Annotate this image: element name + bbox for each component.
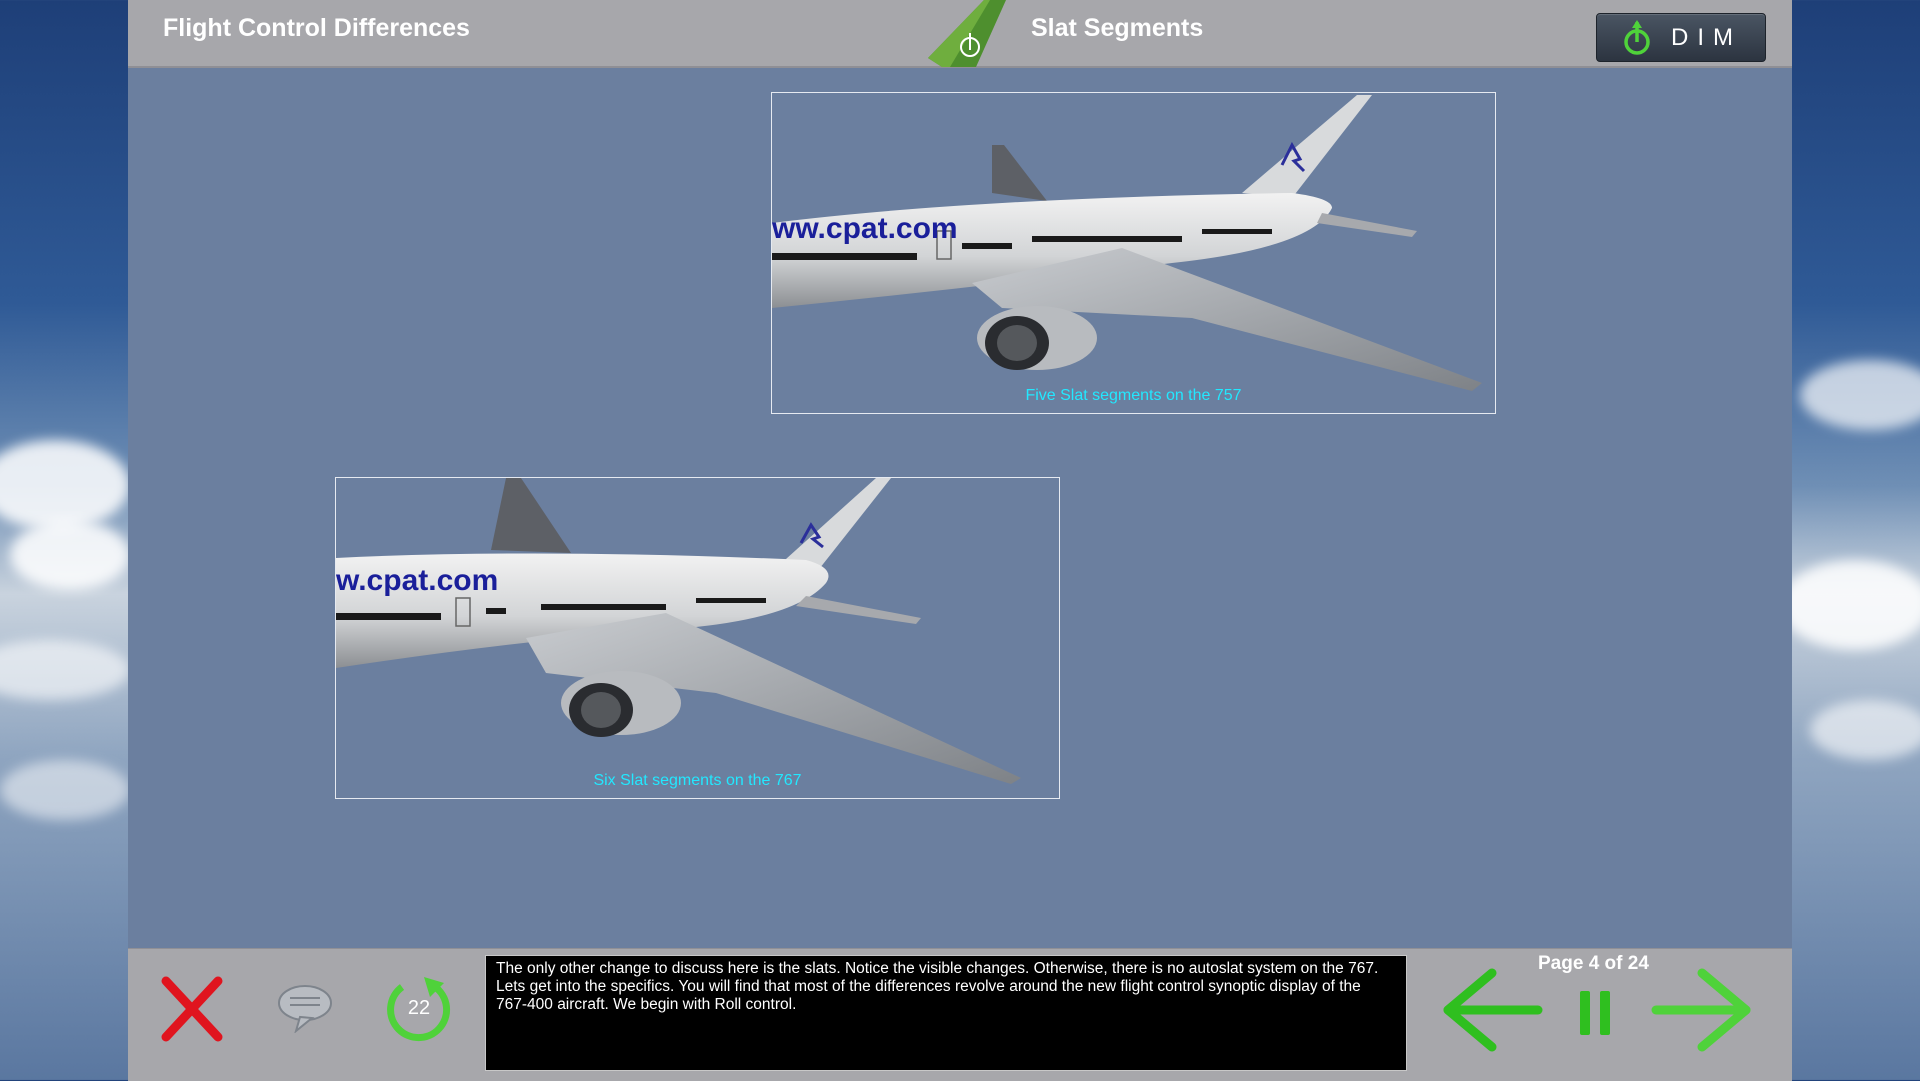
livery-text: w.cpat.com	[336, 564, 498, 597]
dim-label: DIM	[1671, 23, 1742, 51]
page-counter: Page 4 of 24	[1538, 953, 1649, 974]
figure-767-slats: w.cpat.com Six Slat segments on the 767	[335, 477, 1060, 799]
livery-text: ww.cpat.com	[772, 212, 958, 245]
arrow-right-icon[interactable]	[1650, 967, 1760, 1053]
header-bar: Flight Control Differences Slat Segments…	[128, 0, 1792, 68]
sky-background-right	[1790, 0, 1920, 1080]
figure-caption: Five Slat segments on the 757	[1025, 387, 1242, 404]
power-icon	[1624, 19, 1650, 55]
sky-background-left	[0, 0, 130, 1080]
arrow-left-icon[interactable]	[1434, 967, 1544, 1053]
figure-caption: Six Slat segments on the 767	[593, 772, 802, 789]
page-title: Slat Segments	[1031, 14, 1204, 42]
replay-arrow-icon	[387, 977, 451, 1042]
footer-bar: 22 The only other change to discuss here…	[128, 948, 1792, 1081]
close-x-icon[interactable]	[160, 975, 224, 1043]
dim-button[interactable]: DIM	[1596, 13, 1766, 62]
figure-757-slats: ww.cpat.com Five Slat segments on the 75…	[771, 92, 1496, 414]
replay-count: 22	[407, 997, 431, 1019]
narration-text: The only other change to discuss here is…	[485, 955, 1407, 1071]
course-title: Flight Control Differences	[163, 14, 470, 42]
aircraft-757-image: ww.cpat.com	[772, 95, 1482, 391]
replay-button[interactable]: 22	[384, 973, 454, 1043]
tail-logo-icon	[928, 0, 1006, 67]
lesson-window: Flight Control Differences Slat Segments…	[128, 0, 1792, 1081]
aircraft-767-image: w.cpat.com	[336, 478, 1021, 784]
speech-bubble-icon[interactable]	[276, 981, 334, 1033]
pause-icon[interactable]	[1578, 989, 1612, 1037]
